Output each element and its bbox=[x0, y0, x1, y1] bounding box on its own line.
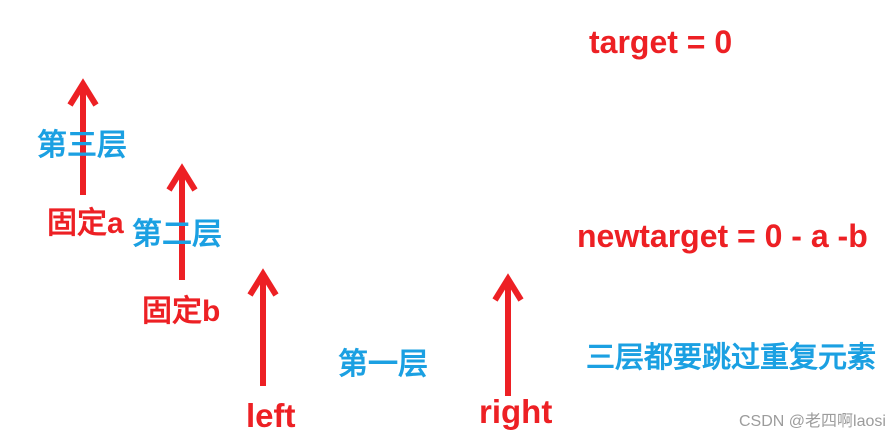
skip-duplicates-note: 三层都要跳过重复元素 bbox=[586, 342, 877, 374]
fix-b-label: 固定b bbox=[142, 295, 221, 328]
layer3-up-arrow-icon bbox=[67, 78, 99, 195]
left-pointer-label: left bbox=[246, 397, 296, 434]
layer2-up-arrow-icon bbox=[166, 163, 198, 280]
layer2-label: 第二层 bbox=[132, 218, 222, 251]
newtarget-equation: newtarget = 0 - a -b bbox=[577, 218, 868, 254]
right-pointer-up-arrow-icon bbox=[492, 273, 524, 396]
layer3-label: 第三层 bbox=[37, 129, 127, 162]
csdn-watermark: CSDN @老四啊laosi bbox=[739, 413, 886, 430]
fix-a-label: 固定a bbox=[47, 207, 124, 240]
target-equation: target = 0 bbox=[589, 24, 733, 60]
left-pointer-up-arrow-icon bbox=[247, 268, 279, 386]
right-pointer-label: right bbox=[479, 393, 553, 430]
layer1-label: 第一层 bbox=[338, 348, 428, 381]
